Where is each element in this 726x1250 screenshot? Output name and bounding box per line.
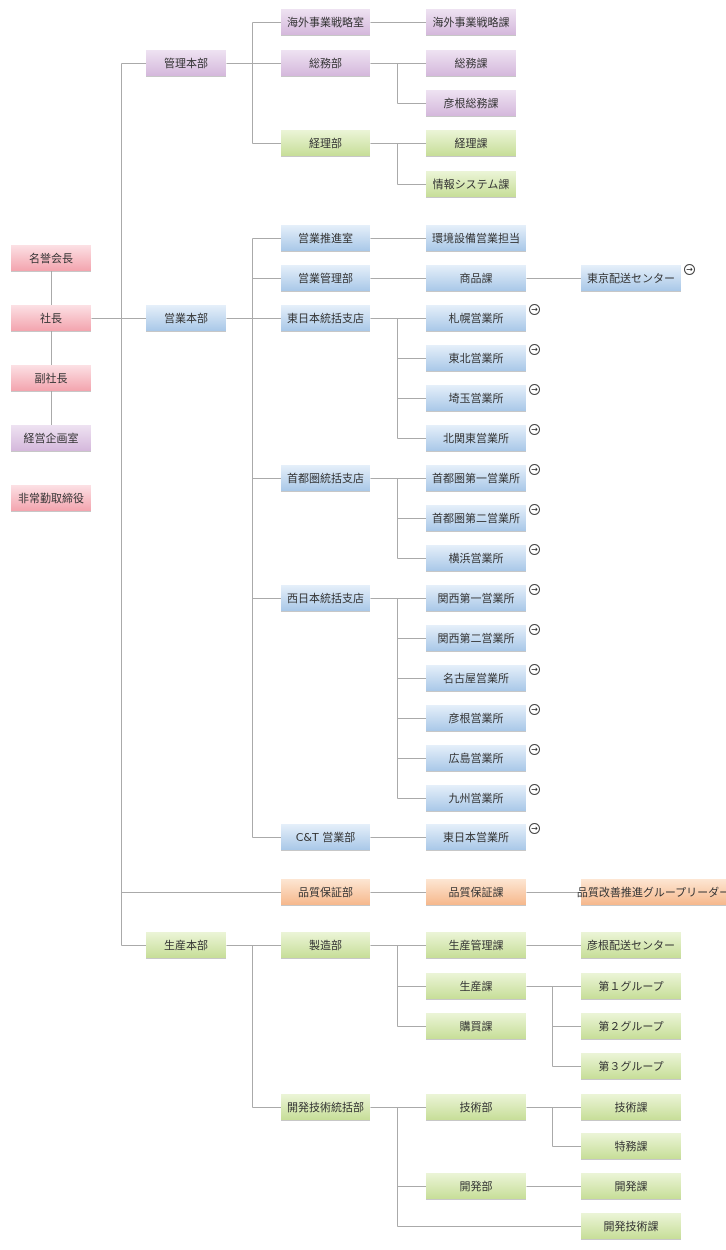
products-section-box: 商品課 — [426, 265, 526, 291]
group-2-box: 第２グループ — [581, 1013, 681, 1039]
arrow-right-circle-icon[interactable]: → — [529, 544, 540, 555]
group-3-box: 第３グループ — [581, 1053, 681, 1079]
sapporo-office-box: 札幌営業所 — [426, 305, 526, 331]
ct-sales-dept-box: C&T 営業部 — [281, 824, 370, 850]
production-hq-box: 生産本部 — [146, 932, 226, 958]
president-box: 社長 — [11, 305, 91, 331]
arrow-right-circle-icon[interactable]: → — [529, 384, 540, 395]
dev-tech-dept-box: 開発技術統括部 — [281, 1094, 370, 1120]
tokyo-distribution-box: 東京配送センター — [581, 265, 681, 291]
saitama-office-box: 埼玉営業所 — [426, 385, 526, 411]
special-section-box: 特務課 — [581, 1133, 681, 1159]
arrow-right-circle-icon[interactable]: → — [529, 344, 540, 355]
accounting-section-box: 経理課 — [426, 130, 516, 156]
sales-hq-box: 営業本部 — [146, 305, 226, 331]
outside-directors-box: 非常勤取締役 — [11, 485, 91, 511]
dev-section-box: 開発課 — [581, 1173, 681, 1199]
admin-hq-box: 管理本部 — [146, 50, 226, 76]
tech-dept-box: 技術部 — [426, 1094, 526, 1120]
arrow-right-circle-icon[interactable]: → — [529, 744, 540, 755]
overseas-section-box: 海外事業戦略課 — [426, 9, 516, 35]
arrow-right-circle-icon[interactable]: → — [529, 504, 540, 515]
metro-branch-box: 首都圏統括支店 — [281, 465, 370, 491]
general-affairs-dept-box: 総務部 — [281, 50, 370, 76]
arrow-right-circle-icon[interactable]: → — [529, 424, 540, 435]
tech-section-box: 技術課 — [581, 1094, 681, 1120]
accounting-dept-box: 経理部 — [281, 130, 370, 156]
tohoku-office-box: 東北営業所 — [426, 345, 526, 371]
dev-dept-box: 開発部 — [426, 1173, 526, 1199]
general-affairs-section-box: 総務課 — [426, 50, 516, 76]
purchasing-section-box: 購買課 — [426, 1013, 526, 1039]
group-1-box: 第１グループ — [581, 973, 681, 999]
hikone-distribution-box: 彦根配送センター — [581, 932, 681, 958]
kita-kanto-office-box: 北関東営業所 — [426, 425, 526, 451]
yokohama-office-box: 横浜営業所 — [426, 545, 526, 571]
arrow-right-circle-icon[interactable]: → — [529, 624, 540, 635]
dev-tech-section-box: 開発技術課 — [581, 1213, 681, 1239]
sales-management-dept-box: 営業管理部 — [281, 265, 370, 291]
hiroshima-office-box: 広島営業所 — [426, 745, 526, 771]
overseas-office-box: 海外事業戦略室 — [281, 9, 370, 35]
sales-promotion-office-box: 営業推進室 — [281, 225, 370, 251]
kyushu-office-box: 九州営業所 — [426, 785, 526, 811]
env-equipment-box: 環境設備営業担当 — [426, 225, 526, 251]
vice-president-box: 副社長 — [11, 365, 91, 391]
east-japan-office-box: 東日本営業所 — [426, 824, 526, 850]
info-systems-section-box: 情報システム課 — [426, 171, 516, 197]
production-mgmt-section-box: 生産管理課 — [426, 932, 526, 958]
west-japan-branch-box: 西日本統括支店 — [281, 585, 370, 611]
east-japan-branch-box: 東日本統括支店 — [281, 305, 370, 331]
metro-2-office-box: 首都圏第二営業所 — [426, 505, 526, 531]
arrow-right-circle-icon[interactable]: → — [529, 464, 540, 475]
honorary-chairman-box: 名誉会長 — [11, 245, 91, 271]
nagoya-office-box: 名古屋営業所 — [426, 665, 526, 691]
hikone-office-box: 彦根営業所 — [426, 705, 526, 731]
hikone-general-section-box: 彦根総務課 — [426, 90, 516, 116]
kansai-2-office-box: 関西第二営業所 — [426, 625, 526, 651]
production-section-box: 生産課 — [426, 973, 526, 999]
arrow-right-circle-icon[interactable]: → — [529, 704, 540, 715]
planning-office-box: 経営企画室 — [11, 425, 91, 451]
quality-assurance-section-box: 品質保証課 — [426, 879, 526, 905]
arrow-right-circle-icon[interactable]: → — [529, 584, 540, 595]
arrow-right-circle-icon[interactable]: → — [529, 784, 540, 795]
arrow-right-circle-icon[interactable]: → — [684, 264, 695, 275]
metro-1-office-box: 首都圏第一営業所 — [426, 465, 526, 491]
kansai-1-office-box: 関西第一営業所 — [426, 585, 526, 611]
quality-group-leader-box: 品質改善推進グループリーダー — [577, 879, 726, 905]
arrow-right-circle-icon[interactable]: → — [529, 304, 540, 315]
quality-assurance-dept-box: 品質保証部 — [281, 879, 370, 905]
arrow-right-circle-icon[interactable]: → — [529, 664, 540, 675]
arrow-right-circle-icon[interactable]: → — [529, 823, 540, 834]
manufacturing-dept-box: 製造部 — [281, 932, 370, 958]
